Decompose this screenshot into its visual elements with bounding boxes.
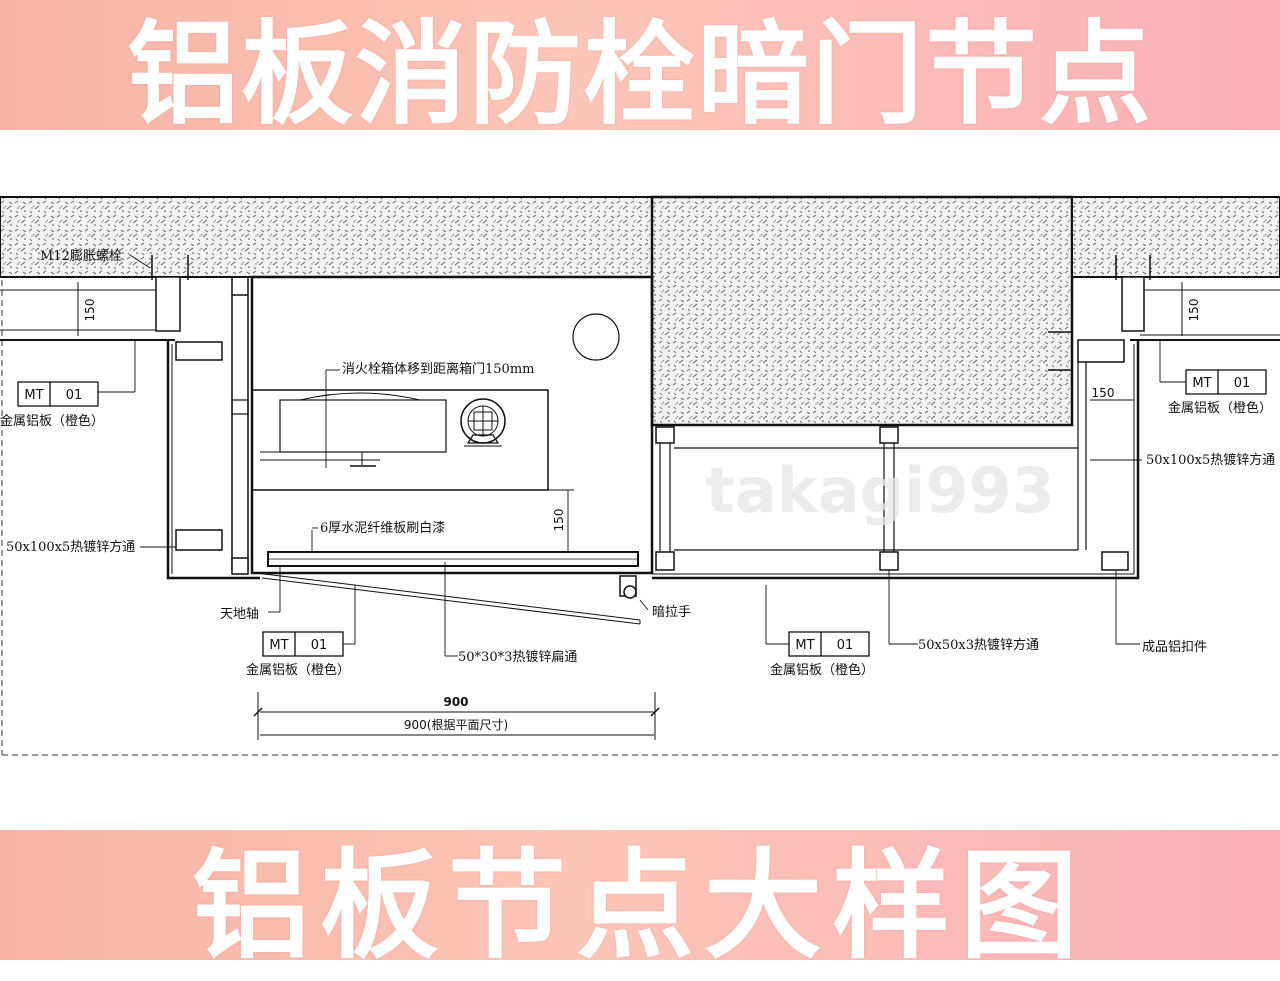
material-tag-right: [1185, 369, 1267, 395]
hydrant-cabinet: [231, 275, 654, 625]
metal-panel-label-left: 金属铝板（橙色）: [0, 413, 104, 429]
leader-lines: [98, 254, 1186, 657]
dim-150-right: 150: [1092, 386, 1115, 400]
bolt-label: M12膨胀螺栓: [40, 249, 122, 264]
watermark: takagi993: [705, 454, 1055, 527]
sq-tube-small-label: 50x50x3热镀锌方通: [918, 637, 1039, 653]
material-tag-left: [17, 381, 99, 407]
sq-tube-left-label: 50x100x5热镀锌方通: [6, 539, 135, 555]
outer-panel: [166, 340, 1140, 580]
material-tag-door: [262, 631, 344, 657]
metal-panel-label-right: 金属铝板（橙色）: [1168, 400, 1272, 416]
tag-number-left: 01: [66, 388, 83, 403]
clip-label: 成品铝扣件: [1142, 640, 1207, 655]
tag-code-mid: MT: [795, 638, 814, 653]
flat-tube-label: 50*30*3热镀锌扁通: [458, 649, 577, 665]
tag-code-right: MT: [1192, 376, 1211, 391]
dim-150-cabinet: 150: [552, 509, 566, 532]
box-note-label: 消火栓箱体移到距离箱门150mm: [342, 361, 534, 377]
handle-label: 暗拉手: [652, 605, 691, 620]
anchor-bolts: [151, 255, 1151, 371]
metal-panel-label-door: 金属铝板（橙色）: [246, 662, 350, 678]
hose-reel-icon: [460, 398, 506, 447]
tag-number-right: 01: [1234, 376, 1251, 391]
tag-number-mid: 01: [837, 638, 854, 653]
subtitle-banner: 铝板节点大样图: [0, 830, 1280, 975]
sq-tube-right-label: 50x100x5热镀锌方通: [1146, 452, 1275, 468]
title-banner: 铝板消防栓暗门节点: [0, 0, 1280, 140]
dashed-boundary: [1, 280, 1280, 756]
dimension-lines: [77, 282, 1183, 740]
ceiling-lines: [0, 289, 1280, 341]
steel-brackets: [155, 276, 1145, 599]
dim-900: 900: [443, 695, 468, 709]
steel-frame-right: [659, 362, 1087, 552]
tag-code-door: MT: [269, 638, 288, 653]
title-text: 铝板消防栓暗门节点: [127, 10, 1153, 140]
tag-code-left: MT: [24, 388, 43, 403]
cad-detail-drawing: MT 01 MT 01 MT 01 MT 01 M12膨胀螺栓 150 150 …: [0, 195, 1280, 756]
dim-900-note: 900(根据平面尺寸): [404, 718, 508, 732]
pivot-label: 天地轴: [220, 607, 259, 622]
cement-board-label: 6厚水泥纤维板刷白漆: [320, 520, 445, 536]
dim-150-right-vertical: 150: [1187, 299, 1201, 322]
dim-150-left: 150: [83, 299, 97, 322]
metal-panel-label-mid: 金属铝板（橙色）: [770, 662, 874, 678]
subtitle-text: 铝板节点大样图: [191, 836, 1088, 975]
tag-number-door: 01: [311, 638, 328, 653]
material-tag-mid: [788, 631, 870, 657]
concrete-slab: [0, 195, 1280, 427]
